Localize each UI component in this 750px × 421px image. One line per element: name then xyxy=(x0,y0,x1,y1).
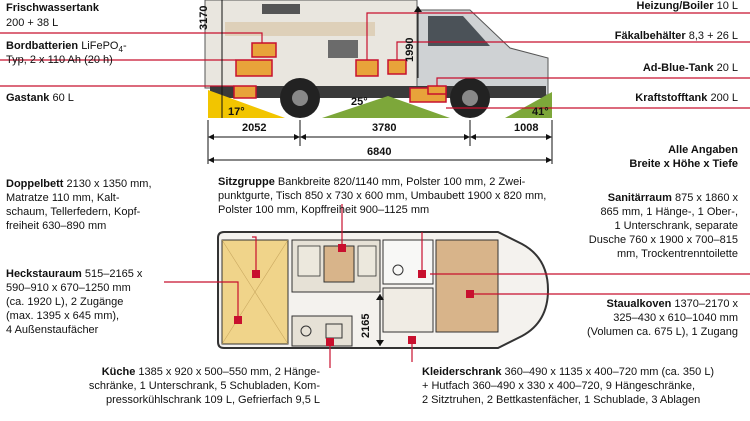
water-tank-label: Frischwassertank xyxy=(6,2,99,14)
interior-height-dimension: 1990 xyxy=(404,37,416,62)
rear-storage-label: Heckstauraum 515–2165 x xyxy=(6,268,143,280)
ramp-angle-shape xyxy=(322,96,450,118)
rear-storage-line-4: (max. 1395 x 645 mm), xyxy=(6,310,120,322)
rear-storage-line-3: (ca. 1920 L), 2 Zugänge xyxy=(6,296,124,308)
kitchen-line-2: schränke, 1 Unterschrank, 5 Schubladen, … xyxy=(88,380,320,392)
battery-value: Typ, 2 x 110 Ah (20 h) xyxy=(6,54,113,66)
rear-storage-line-5: 4 Außenstaufächer xyxy=(6,324,99,336)
floor-width-dimension: 2165 xyxy=(360,313,372,338)
window-top xyxy=(262,4,300,14)
bed-line-4: freiheit 630–890 mm xyxy=(6,220,107,232)
approach-angle-shape xyxy=(505,92,552,118)
wardrobe-label: Kleiderschrank 360–490 x 1135 x 400–720 … xyxy=(422,366,715,378)
decor-stripe xyxy=(225,22,375,36)
seating-line-3: Polster 100 mm, Kopffreiheit 900–1125 mm xyxy=(218,204,430,216)
note-line-2: Breite x Höhe x Tiefe xyxy=(629,158,738,170)
bed-line-3: schaum, Tellerfedern, Kopf- xyxy=(6,206,141,218)
wardrobe-line-2: + Hutfach 360–490 x 330 x 400–720, 9 Hän… xyxy=(422,380,696,392)
rear-storage-line-2: 590–910 x 670–1250 mm xyxy=(6,282,131,294)
adblue-marker xyxy=(427,85,447,95)
overhang-front-dimension: 2052 xyxy=(242,122,267,134)
seating-label: Sitzgruppe Bankbreite 820/1140 mm, Polst… xyxy=(218,176,526,188)
alcove-line-2: 325–430 x 610–1040 mm xyxy=(613,312,738,324)
ramp-angle-label: 25° xyxy=(351,96,368,108)
water-tank-marker xyxy=(251,42,277,58)
alcove-area xyxy=(435,239,499,333)
bed-line-2: Matratze 110 mm, Kalt- xyxy=(6,192,120,204)
chassis xyxy=(210,86,546,98)
alcove-label: Staualkoven 1370–2170 x xyxy=(606,298,739,310)
total-length-dimension: 6840 xyxy=(367,146,392,158)
cab-window xyxy=(428,16,490,46)
sanitary-line-5: mm, Trockentrenntoilette xyxy=(616,248,738,260)
sanitary-line-2: 865 mm, 1 Hänge-, 1 Ober-, xyxy=(600,206,738,218)
wheelbase-dimension: 3780 xyxy=(372,122,397,134)
waste-tank-label: Fäkalbehälter 8,3 + 26 L xyxy=(614,30,738,42)
heating-label: Heizung/Boiler 10 L xyxy=(636,0,739,12)
waste-tank-marker xyxy=(387,59,407,75)
height-dimension: 3170 xyxy=(198,5,210,30)
gas-tank-marker xyxy=(233,85,257,99)
fuel-tank-label: Kraftstofftank 200 L xyxy=(635,92,738,104)
kitchen-line-3: pressorkühlschrank 109 L, Gefrierfach 9,… xyxy=(105,394,320,406)
heating-marker xyxy=(355,59,379,77)
sanitary-line-4: Dusche 760 x 1900 x 700–815 xyxy=(588,234,738,246)
kitchen-label: Küche 1385 x 920 x 500–550 mm, 2 Hänge- xyxy=(101,366,320,378)
seating-line-2: punktgurte, Tisch 850 x 730 x 600 mm, Um… xyxy=(218,190,547,202)
departure-angle-shape xyxy=(208,90,285,118)
note-line-1: Alle Angaben xyxy=(668,144,738,156)
sanitary-line-3: 1 Unterschrank, separate xyxy=(614,220,738,232)
gas-tank-label: Gastank 60 L xyxy=(6,92,74,104)
water-tank-value: 200 + 38 L xyxy=(6,17,59,29)
approach-angle-label: 41° xyxy=(532,106,549,118)
departure-angle-label: 17° xyxy=(228,106,245,118)
battery-marker xyxy=(235,59,273,77)
alcove-line-3: (Volumen ca. 675 L), 1 Zugang xyxy=(586,326,738,338)
overhang-rear-dimension: 1008 xyxy=(514,122,539,134)
sanitary-label: Sanitärraum 875 x 1860 x xyxy=(607,192,738,204)
window-side xyxy=(328,40,358,58)
wardrobe-area xyxy=(382,287,434,333)
adblue-label: Ad-Blue-Tank 20 L xyxy=(642,62,738,74)
wardrobe-line-3: 2 Sitztruhen, 2 Bettkastenfächer, 1 Schu… xyxy=(422,394,701,406)
battery-label: Bordbatterien LiFePO4- xyxy=(6,40,127,55)
bed-label: Doppelbett 2130 x 1350 mm, xyxy=(6,178,152,190)
